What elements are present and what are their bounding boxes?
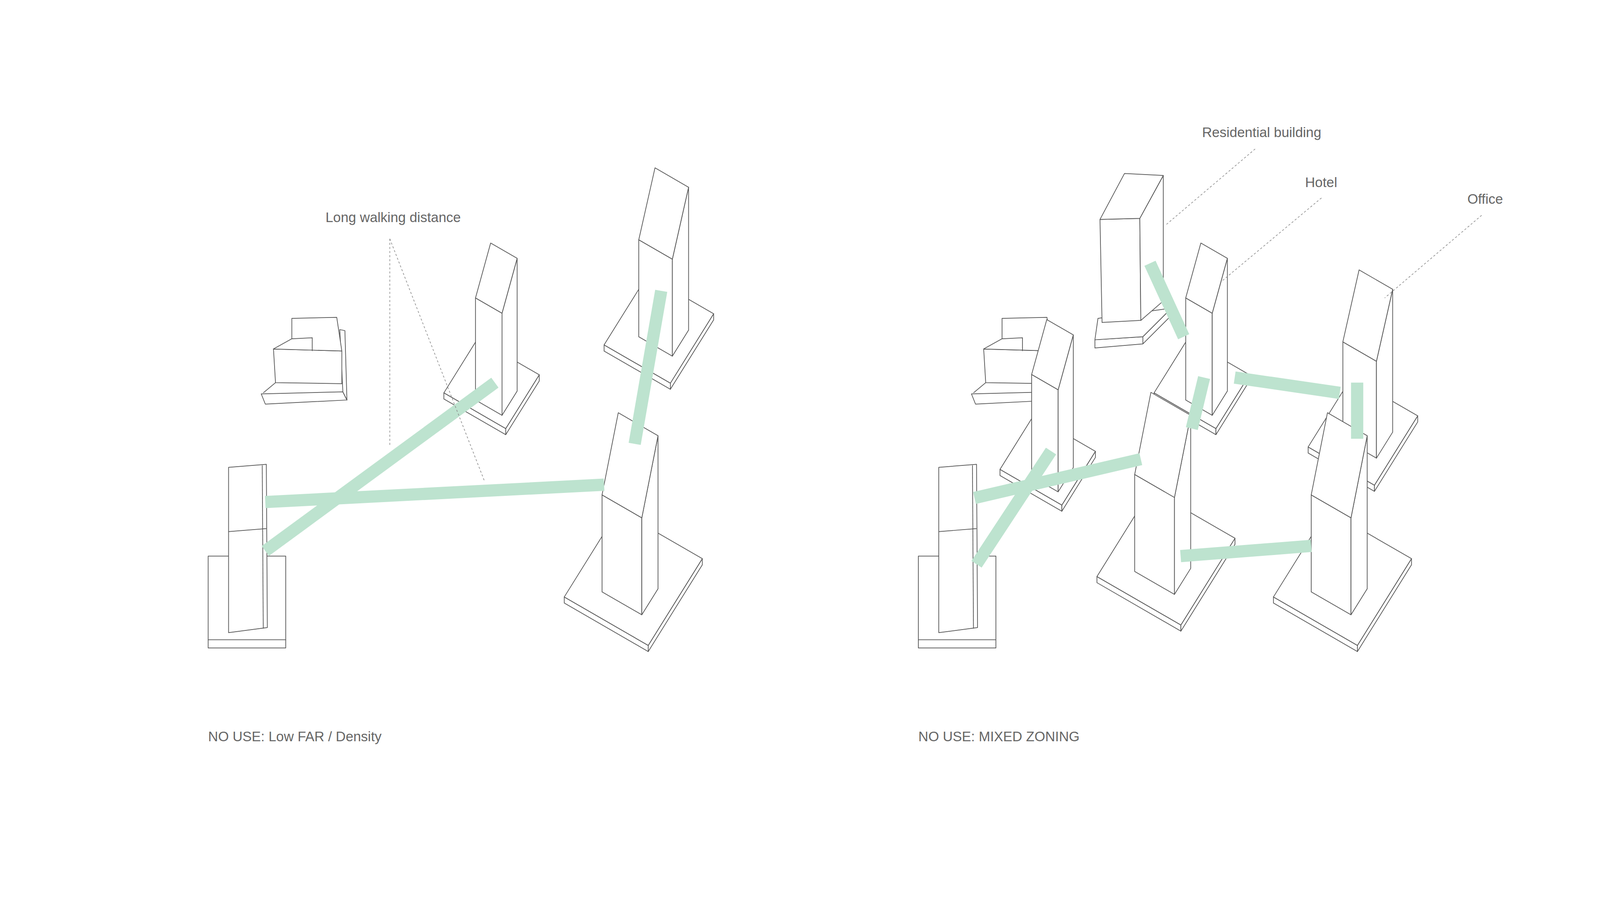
low-building [261, 317, 348, 405]
walking-path [1234, 377, 1340, 393]
plinth [261, 391, 348, 404]
walking-path [265, 382, 495, 551]
walking-path [1191, 377, 1204, 429]
panel-caption: NO USE: Low FAR / Density [208, 728, 382, 745]
slab-edge [972, 465, 974, 629]
callout-label: Office [1467, 190, 1504, 208]
plinth-strip [208, 640, 286, 649]
walking-path [974, 459, 1141, 498]
tower-roof [1342, 270, 1393, 362]
tower-roof [638, 167, 689, 260]
block-edge [1002, 337, 1023, 352]
tower-roof [602, 412, 658, 518]
leader-line [389, 238, 390, 448]
leader-line [1384, 215, 1482, 298]
leader-line [390, 238, 485, 482]
residential-tower [1095, 173, 1172, 348]
walking-path [1180, 545, 1311, 556]
tower-roof [1031, 319, 1074, 390]
block-roof [273, 317, 342, 352]
walking-path [1150, 263, 1184, 337]
slab-building [208, 464, 286, 648]
block-edge [973, 382, 986, 393]
tower-building [604, 167, 714, 390]
callout-label: Residential building [1202, 124, 1322, 142]
block-face [273, 349, 342, 384]
tower-building [564, 412, 703, 652]
tower-roof [475, 242, 518, 313]
slab-face [228, 464, 268, 633]
callout-label: Hotel [1305, 174, 1338, 192]
walking-path [634, 290, 662, 444]
tower-roof [1100, 173, 1164, 220]
walking-path [265, 484, 605, 503]
slab-edge [228, 528, 267, 532]
plinth-strip [918, 640, 996, 649]
callout-label: Long walking distance [325, 209, 461, 226]
tower-roof [1185, 242, 1228, 313]
slab-face [938, 464, 978, 633]
block-edge [291, 337, 313, 352]
leader-line [1166, 149, 1255, 225]
tower-face [1100, 218, 1141, 323]
block-edge [263, 382, 276, 393]
panel-caption: NO USE: MIXED ZONING [918, 728, 1080, 745]
tower-building [1273, 412, 1412, 652]
slab-edge [938, 528, 977, 532]
walking-path [976, 450, 1052, 565]
walking-path [1350, 382, 1363, 439]
leader-line [1222, 197, 1322, 281]
tower-roof [1134, 392, 1191, 498]
tower-building [1097, 392, 1235, 632]
